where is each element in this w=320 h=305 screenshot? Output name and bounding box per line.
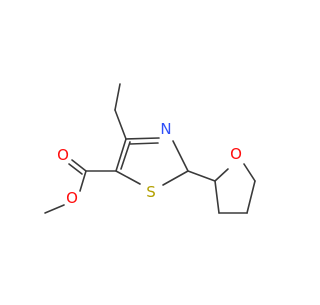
- bond-thf-o1-c5: [243, 163, 256, 182]
- bond-ethyl-ch2-c4: [114, 109, 127, 140]
- atom-label-layer: O O N S O: [57, 120, 242, 207]
- bond-s1-c5: [115, 170, 141, 185]
- thiazole-nitrogen-label: N: [160, 120, 171, 138]
- bond-c4-n3-double: [129, 142, 159, 145]
- bond-c5-c4-double: [120, 141, 131, 170]
- background: [0, 0, 300, 300]
- bond-thf-c3-c2: [214, 180, 220, 214]
- ester-methoxy-oxygen-label: O: [66, 189, 78, 207]
- bond-ester-oxygen-methyl: [44, 204, 65, 214]
- bond-c5-c4: [115, 138, 127, 172]
- bond-carbonyl-oxygen: [71, 159, 87, 172]
- bond-c2-thf-c2: [187, 170, 216, 182]
- bond-thf-c5-c4: [246, 180, 256, 214]
- bond-carbonyl-oxygen-double: [68, 163, 83, 175]
- bond-n3-c2: [172, 140, 189, 172]
- thf-oxygen-label: O: [230, 145, 242, 163]
- bond-c4-n3: [125, 137, 160, 140]
- thiazole-sulfur-label: S: [146, 183, 156, 201]
- molecule-canvas: O O N S O: [0, 0, 300, 300]
- bond-layer: [44, 83, 256, 214]
- bond-carbonyl-ester-oxygen: [79, 170, 87, 192]
- bond-thf-c2-o1: [214, 168, 229, 182]
- molecule-structure: O O N S O: [0, 0, 300, 300]
- bond-c2-s1: [162, 170, 189, 186]
- bond-ethyl-ch3-ch2: [114, 83, 121, 111]
- ester-carbonyl-oxygen-label: O: [57, 146, 69, 164]
